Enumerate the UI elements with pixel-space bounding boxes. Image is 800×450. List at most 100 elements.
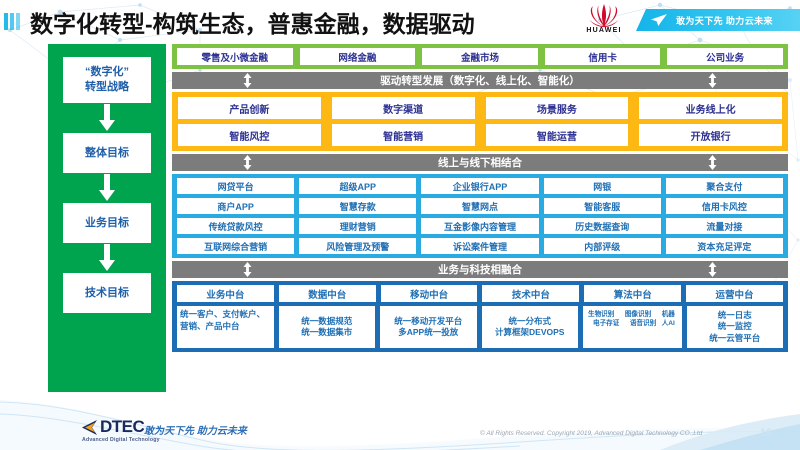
overall-goal-smart-operation[interactable]: 智能运营 xyxy=(485,124,629,146)
sidebar-item-label: 整体目标 xyxy=(85,146,129,159)
algo-tag-line-1: 生物识别电子存证 xyxy=(588,310,625,328)
tech-goal-detail-business[interactable]: 统一客户、支付帐户、营销、产品中台 xyxy=(177,306,274,348)
copyright-text: © All Rights Reserved. Copyright 2019, A… xyxy=(480,430,703,437)
sidebar-item-tech-goal[interactable]: 技术目标 xyxy=(63,273,151,313)
business-goal-super-app[interactable]: 超级APP xyxy=(299,178,417,194)
diagram-content: 零售及小微金融 网络金融 金融市场 信用卡 公司业务 驱动转型发展（数字化、线上… xyxy=(172,40,788,352)
business-line-corporate[interactable]: 公司业务 xyxy=(667,48,783,65)
stripes-decoration-icon xyxy=(4,13,26,30)
huawei-logo: HUAWEI xyxy=(578,2,630,38)
business-goal-smart-customer-service[interactable]: 智能客服 xyxy=(543,198,661,214)
business-goal-traffic-integration[interactable]: 流量对接 xyxy=(665,218,784,234)
tech-goal-detail-row: 统一客户、支付帐户、营销、产品中台 统一数据规范统一数据集市 统一移动开发平台多… xyxy=(177,306,783,348)
sidebar-item-overall-goal[interactable]: 整体目标 xyxy=(63,133,151,173)
sidebar-item-business-goal[interactable]: 业务目标 xyxy=(63,203,151,243)
double-arrow-icon xyxy=(243,262,252,277)
tech-goal-tech-midend[interactable]: 技术中台 xyxy=(482,285,580,302)
sidebar-item-label: 业务目标 xyxy=(85,216,129,229)
double-arrow-icon xyxy=(708,262,717,277)
business-goal-internet-marketing[interactable]: 互联网综合营销 xyxy=(177,238,295,254)
overall-goal-open-banking[interactable]: 开放银行 xyxy=(639,124,782,146)
algo-tag-e-evidence: 电子存证 xyxy=(593,320,620,327)
algo-tag-image-recognition: 图像识别 xyxy=(624,311,652,318)
business-goal-online-loan-platform[interactable]: 网贷平台 xyxy=(177,178,295,194)
tech-goal-business-midend[interactable]: 业务中台 xyxy=(177,285,274,302)
diagram-stage: “数字化” 转型战略 整体目标 业务目标 技术目标 xyxy=(0,40,800,400)
business-goal-merchant-app[interactable]: 商户APP xyxy=(177,198,295,214)
business-goal-smart-deposit[interactable]: 智慧存款 xyxy=(299,198,417,214)
dtec-logo: DTEC xyxy=(82,417,145,436)
huawei-flower-icon xyxy=(589,4,619,27)
tech-goal-data-midend[interactable]: 数据中台 xyxy=(278,285,376,302)
tech-goal-header-row: 业务中台 数据中台 移动中台 技术中台 算法中台 运营中台 xyxy=(177,285,783,302)
business-goal-capital-adequacy[interactable]: 资本充足评定 xyxy=(665,238,784,254)
footer-slogan: 敢为天下先 助力云未来 xyxy=(144,426,247,437)
overall-goal-digital-channel[interactable]: 数字渠道 xyxy=(331,97,475,119)
strategy-sidebar: “数字化” 转型战略 整体目标 业务目标 技术目标 xyxy=(48,44,166,392)
business-goal-row-2: 商户APP 智慧存款 智慧网点 智能客服 信用卡风控 xyxy=(177,198,784,214)
connector-label-2: 线上与线下相结合 xyxy=(438,157,522,169)
business-goal-litigation-case-mgmt[interactable]: 诉讼案件管理 xyxy=(421,238,539,254)
page-title: 数字化转型-构筑生态，普惠金融，数据驱动 xyxy=(30,11,475,37)
tech-goal-detail-tech[interactable]: 统一分布式计算框架DEVOPS xyxy=(481,306,578,348)
business-goal-enterprise-bank-app[interactable]: 企业银行APP xyxy=(421,178,539,194)
slide-header: 数字化转型-构筑生态，普惠金融，数据驱动 HUAWEI 敢为天下先 助力云未来 xyxy=(0,0,800,40)
down-arrow-icon-1 xyxy=(95,103,119,133)
business-goal-risk-mgmt-warning[interactable]: 风险管理及预警 xyxy=(299,238,417,254)
overall-goal-smart-marketing[interactable]: 智能营销 xyxy=(331,124,475,146)
down-arrow-icon-3 xyxy=(95,243,119,273)
business-line-retail[interactable]: 零售及小微金融 xyxy=(177,48,293,65)
tech-goal-detail-operation[interactable]: 统一日志统一监控统一云管平台 xyxy=(686,306,783,348)
dtec-wordmark: DTEC xyxy=(100,417,145,436)
double-arrow-icon xyxy=(243,155,252,170)
business-goal-internal-rating[interactable]: 内部评级 xyxy=(543,238,661,254)
business-goal-history-data-query[interactable]: 历史数据查询 xyxy=(543,218,661,234)
tech-goal-mobile-midend[interactable]: 移动中台 xyxy=(380,285,478,302)
tech-goal-algorithm-midend[interactable]: 算法中台 xyxy=(584,285,682,302)
business-goal-traditional-loan-risk[interactable]: 传统贷款风控 xyxy=(177,218,295,234)
tech-goal-operation-midend[interactable]: 运营中台 xyxy=(686,285,783,302)
tech-goal-detail-algorithm[interactable]: 生物识别电子存证 图像识别语音识别 机器人AI xyxy=(583,306,682,348)
algo-tag-voice-recognition: 语音识别 xyxy=(629,320,657,327)
business-goal-smart-branch[interactable]: 智慧网点 xyxy=(421,198,539,214)
overall-goal-row-1: 产品创新 数字渠道 场景服务 业务线上化 xyxy=(178,97,782,119)
business-goal-online-banking[interactable]: 网银 xyxy=(543,178,661,194)
connector-band-2: 线上与线下相结合 xyxy=(172,154,788,171)
double-arrow-icon xyxy=(243,73,252,88)
overall-goal-smart-risk-control[interactable]: 智能风控 xyxy=(178,124,321,146)
tech-goal-detail-mobile[interactable]: 统一移动开发平台多APP统一投放 xyxy=(380,306,477,348)
business-line-credit-card[interactable]: 信用卡 xyxy=(544,48,661,65)
business-goal-row-3: 传统贷款风控 理财营销 互金影像内容管理 历史数据查询 流量对接 xyxy=(177,218,784,234)
business-goal-aggregate-payment[interactable]: 聚合支付 xyxy=(665,178,784,194)
paper-plane-icon xyxy=(651,14,667,26)
business-line-financial-market[interactable]: 金融市场 xyxy=(422,48,538,65)
double-arrow-icon xyxy=(708,155,717,170)
business-goal-credit-card-risk[interactable]: 信用卡风控 xyxy=(665,198,784,214)
tech-goal-band: 业务中台 数据中台 移动中台 技术中台 算法中台 运营中台 统一客户、支付帐户、… xyxy=(172,281,788,352)
header-ribbon: 敢为天下先 助力云未来 xyxy=(636,9,800,31)
overall-goal-product-innovation[interactable]: 产品创新 xyxy=(178,97,321,119)
sidebar-item-digital-strategy[interactable]: “数字化” 转型战略 xyxy=(63,57,151,103)
ribbon-text: 敢为天下先 助力云未来 xyxy=(676,15,773,26)
dtec-tagline: Advanced Digital Technology xyxy=(82,437,160,443)
algo-tag-line-2: 图像识别语音识别 xyxy=(625,310,662,328)
business-goal-band: 网贷平台 超级APP 企业银行APP 网银 聚合支付 商户APP 智慧存款 智慧… xyxy=(172,174,788,258)
business-goal-image-content-mgmt[interactable]: 互金影像内容管理 xyxy=(421,218,539,234)
huawei-wordmark: HUAWEI xyxy=(586,27,622,34)
overall-goal-row-2: 智能风控 智能营销 智能运营 开放银行 xyxy=(178,124,782,146)
business-line-internet-finance[interactable]: 网络金融 xyxy=(299,48,416,65)
tech-goal-detail-data[interactable]: 统一数据规范统一数据集市 xyxy=(278,306,375,348)
sidebar-item-label: 技术目标 xyxy=(85,286,129,299)
overall-goal-scenario-service[interactable]: 场景服务 xyxy=(485,97,629,119)
algo-tag-line-3: 机器人AI xyxy=(662,310,679,328)
algo-tag-robot-ai: 机器人AI xyxy=(661,311,675,327)
double-arrow-icon xyxy=(708,73,717,88)
slide-footer: DTEC Advanced Digital Technology 敢为天下先 助… xyxy=(0,400,800,450)
connector-band-3: 业务与科技相融合 xyxy=(172,261,788,278)
overall-goal-business-online[interactable]: 业务线上化 xyxy=(639,97,782,119)
sidebar-item-label-line2: 转型战略 xyxy=(85,81,129,93)
overall-goal-band: 产品创新 数字渠道 场景服务 业务线上化 智能风控 智能营销 智能运营 开放银行 xyxy=(172,92,788,151)
business-goal-wealth-marketing[interactable]: 理财营销 xyxy=(299,218,417,234)
connector-label-3: 业务与科技相融合 xyxy=(438,264,522,276)
